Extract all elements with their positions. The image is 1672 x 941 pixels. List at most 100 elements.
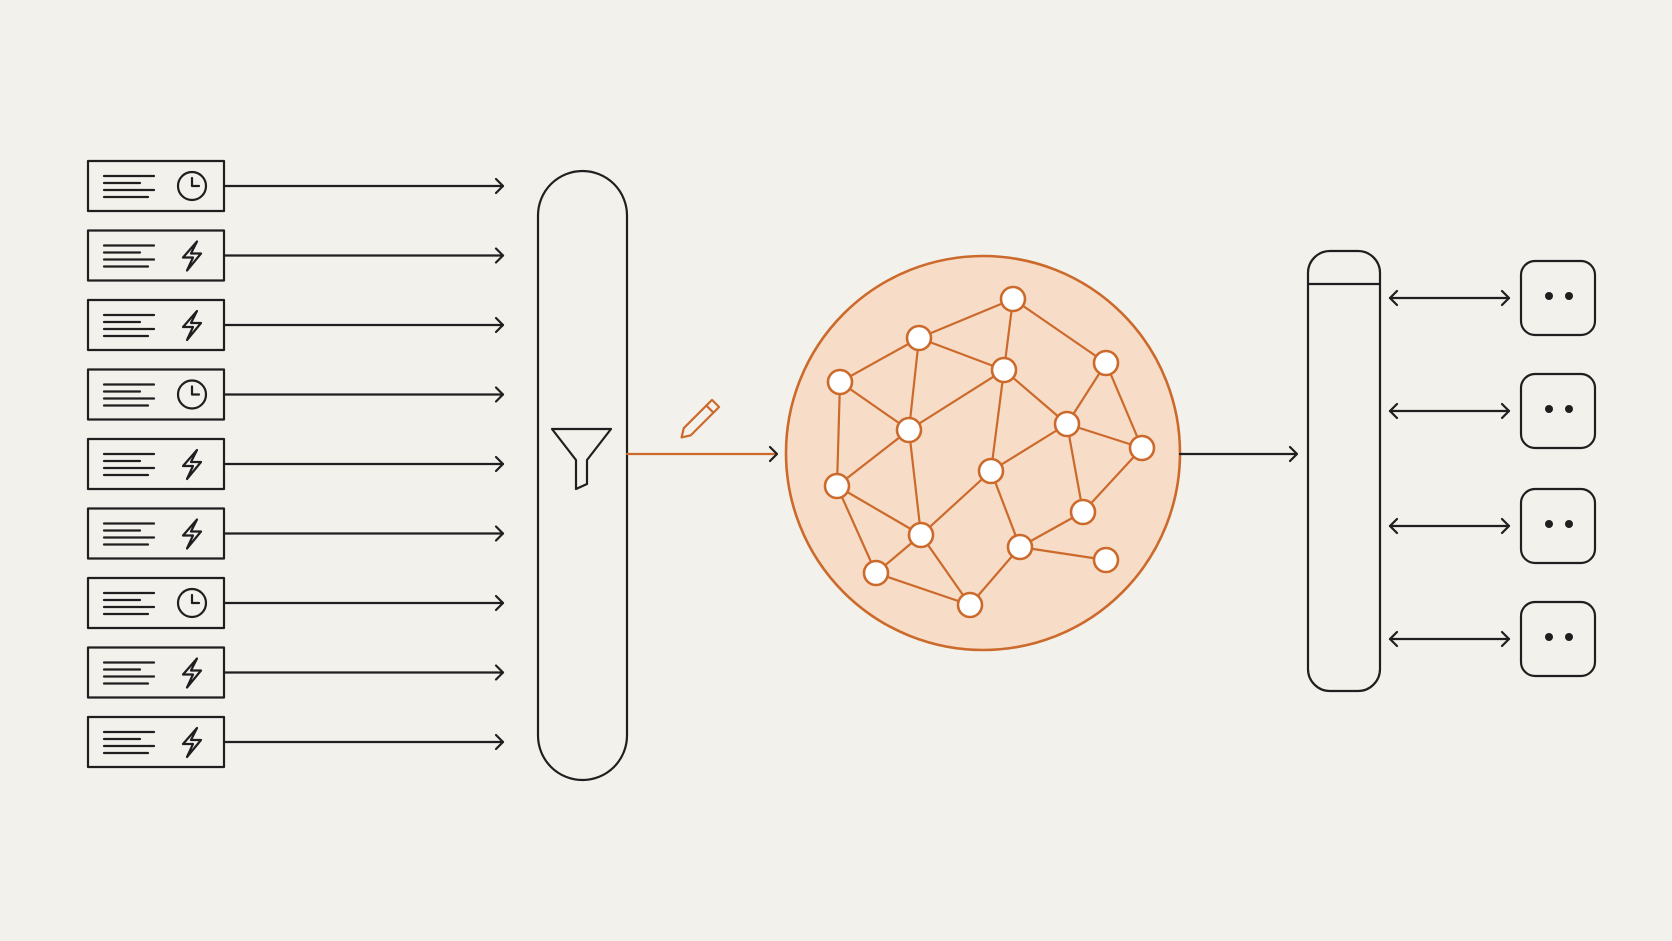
network-edge — [1082, 447, 1143, 513]
text-lines-icon — [102, 452, 156, 477]
source-card — [86, 298, 226, 352]
network-edge — [989, 470, 1022, 548]
client-link-head-left — [1388, 517, 1399, 535]
network-edge — [1012, 298, 1107, 364]
network-edge — [920, 534, 971, 606]
network-node — [1092, 349, 1120, 377]
source-item — [86, 715, 505, 769]
source-item — [86, 159, 505, 213]
source-card — [86, 368, 226, 421]
network-node — [823, 472, 851, 500]
network-edge — [918, 297, 1014, 340]
client-link-head-left — [1388, 630, 1399, 648]
client-link-head-right — [1500, 517, 1511, 535]
dots-icon — [1545, 520, 1573, 528]
filter-stage — [536, 169, 629, 782]
pencil-icon — [680, 398, 721, 439]
transfer-arrow-head — [768, 445, 779, 463]
source-arrow-head — [494, 594, 505, 612]
bolt-icon — [181, 448, 203, 481]
text-lines-icon — [102, 244, 156, 268]
dots-icon — [1545, 633, 1573, 641]
text-lines-icon — [102, 313, 156, 338]
source-card — [86, 229, 226, 282]
text-lines-icon — [102, 730, 156, 755]
network-edge — [989, 369, 1006, 472]
source-item — [86, 507, 505, 560]
source-arrow-head — [494, 316, 505, 334]
client-box — [1519, 487, 1597, 565]
network-node — [905, 324, 933, 352]
network-edge — [1065, 423, 1085, 513]
network-edge — [839, 381, 910, 431]
network-node — [862, 559, 890, 587]
source-item — [86, 368, 505, 421]
source-card — [86, 646, 226, 699]
source-item — [86, 229, 505, 282]
source-item — [86, 437, 505, 491]
network-node — [1006, 533, 1034, 561]
clock-icon — [176, 587, 208, 619]
source-arrow-head — [494, 525, 505, 542]
client-list — [1388, 259, 1597, 678]
source-card — [86, 507, 226, 560]
bolt-icon — [181, 657, 203, 689]
bolt-icon — [181, 518, 203, 550]
network-edge — [875, 571, 971, 607]
network-node — [977, 457, 1005, 485]
output-column — [1306, 249, 1382, 693]
source-arrow-head — [494, 247, 505, 264]
network-edge — [835, 381, 842, 487]
network-nodes — [823, 285, 1156, 619]
output-arrow-head — [1288, 445, 1299, 463]
source-arrow-head — [494, 386, 505, 403]
network-edge — [839, 337, 920, 383]
client-box — [1519, 600, 1597, 678]
network-node — [826, 368, 854, 396]
source-arrow-head — [494, 733, 505, 751]
network-edge — [1104, 362, 1144, 449]
client-link-head-left — [1388, 402, 1399, 420]
filter-column — [536, 169, 629, 782]
bolt-icon — [181, 726, 203, 759]
source-arrow-head — [494, 664, 505, 681]
client-item — [1388, 600, 1597, 678]
network-node — [1092, 546, 1120, 574]
network-edge — [990, 423, 1068, 472]
output-stage — [1178, 249, 1382, 693]
network-node — [999, 285, 1027, 313]
network-node — [1069, 498, 1097, 526]
source-card — [86, 576, 226, 630]
dots-icon — [1545, 405, 1573, 413]
network-edge — [836, 429, 910, 487]
clock-icon — [176, 379, 208, 410]
network-edge — [835, 485, 878, 574]
text-lines-icon — [102, 522, 156, 546]
client-item — [1388, 372, 1597, 450]
network-edge — [920, 470, 992, 536]
source-item — [86, 646, 505, 699]
client-link-head-right — [1500, 402, 1511, 420]
bolt-icon — [181, 309, 203, 342]
text-lines-icon — [102, 661, 156, 685]
client-link-head-left — [1388, 289, 1399, 307]
network-edge — [1003, 369, 1068, 425]
network-node — [956, 591, 984, 619]
text-lines-icon — [102, 591, 156, 616]
network-edge — [1019, 545, 1107, 562]
network-node — [895, 416, 923, 444]
source-arrow-head — [494, 455, 505, 473]
client-link-head-right — [1500, 630, 1511, 648]
text-lines-icon — [102, 383, 156, 407]
funnel-icon — [550, 427, 613, 491]
source-item — [86, 298, 505, 352]
network-edge — [836, 485, 922, 536]
client-link-head-right — [1500, 289, 1511, 307]
neural-network-cluster — [784, 254, 1182, 652]
network-edge — [907, 429, 923, 536]
source-arrow-head — [494, 177, 505, 195]
text-lines-icon — [102, 174, 156, 199]
client-item — [1388, 487, 1597, 565]
clock-icon — [176, 170, 208, 202]
